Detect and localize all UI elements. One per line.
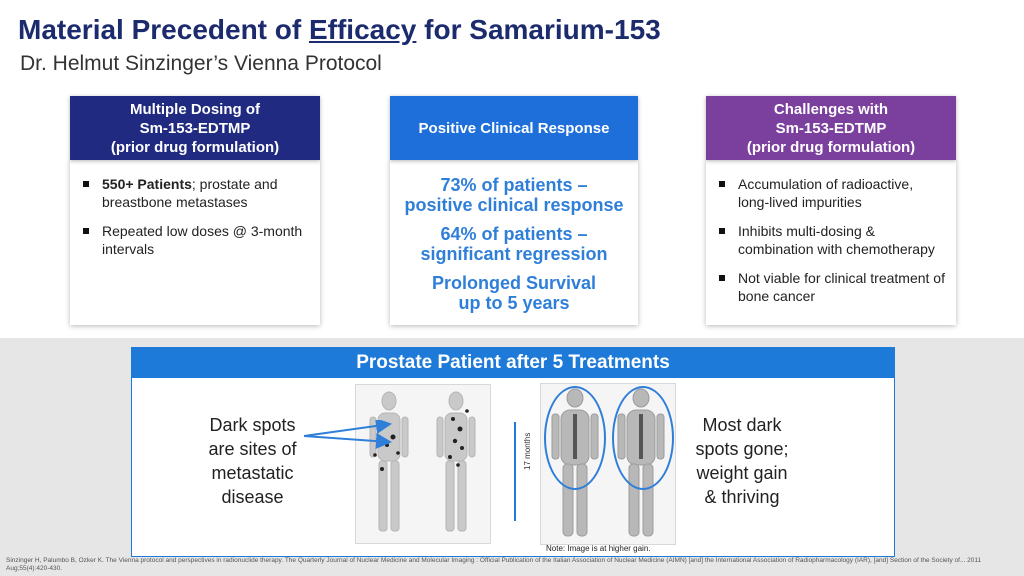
right-card-heading: Challenges with Sm-153-EDTMP (prior drug… — [706, 96, 956, 160]
middle-card — [390, 160, 638, 325]
left-card-heading: Multiple Dosing of Sm-153-EDTMP (prior d… — [70, 96, 320, 160]
clinical-stats: 73% of patients –positive clinical respo… — [390, 175, 638, 322]
list-item: Inhibits multi-dosing & combination with… — [716, 222, 948, 258]
patient-panel: Prostate Patient after 5 Treatments — [131, 347, 895, 557]
citation: Sinzinger H, Palumbo B, Ozker K. The Vie… — [6, 557, 982, 572]
timeline-line — [514, 422, 516, 521]
panel-heading: Prostate Patient after 5 Treatments — [132, 348, 894, 378]
gain-note: Note: Image is at higher gain. — [546, 544, 651, 553]
title-emphasis: Efficacy — [308, 14, 417, 45]
left-card — [70, 160, 320, 325]
list-item: Repeated low doses @ 3-month intervals — [80, 222, 310, 258]
pointer-arrows — [303, 420, 392, 450]
before-scan-image — [355, 384, 491, 544]
right-card — [706, 160, 956, 325]
right-bullets: Accumulation of radioactive, long-lived … — [716, 175, 948, 316]
list-item: 550+ Patients; prostate and breastbone m… — [80, 175, 310, 211]
highlight-ellipse-right — [612, 386, 674, 490]
list-item: Accumulation of radioactive, long-lived … — [716, 175, 948, 211]
middle-card-heading: Positive Clinical Response — [390, 96, 638, 160]
stat-response: 73% of patients –positive clinical respo… — [404, 175, 624, 215]
list-item: Not viable for clinical treatment of bon… — [716, 269, 948, 305]
page-subtitle: Dr. Helmut Sinzinger’s Vienna Protocol — [20, 52, 382, 75]
page-title: Material Precedent of Efficacy for Samar… — [18, 14, 661, 45]
highlight-ellipse-left — [544, 386, 606, 490]
left-bullets: 550+ Patients; prostate and breastbone m… — [80, 175, 310, 269]
stat-regression: 64% of patients –significant regression — [420, 224, 608, 264]
months-label: 17 months — [523, 432, 532, 470]
